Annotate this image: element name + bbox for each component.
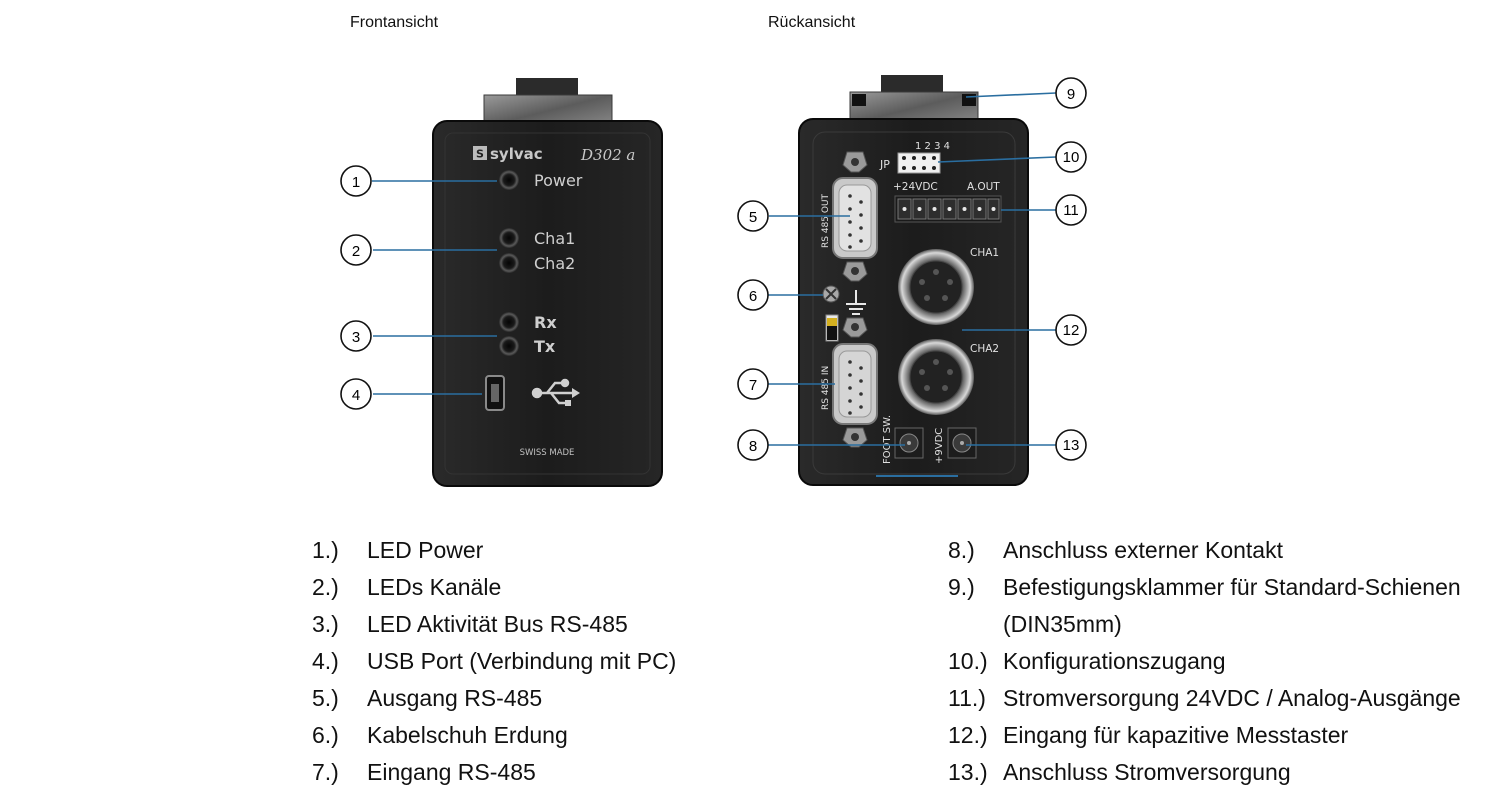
- legend-item-4: 4.)USB Port (Verbindung mit PC): [312, 648, 677, 674]
- terminal-block: [894, 195, 1002, 223]
- callout-11: 11: [1055, 194, 1087, 226]
- svg-text:3: 3: [352, 329, 360, 346]
- svg-text:9: 9: [1067, 86, 1075, 103]
- legend-item-7: 7.)Eingang RS-485: [312, 759, 536, 785]
- led-tx-label: Tx: [534, 337, 556, 356]
- callout-3: 3: [340, 320, 372, 352]
- ground-cable-lug: [822, 285, 840, 342]
- svg-text:4: 4: [352, 387, 360, 404]
- foot-sw-label: FOOT SW.: [882, 415, 893, 464]
- legend-right: 8.)Anschluss externer Kontakt 9.)Befesti…: [948, 532, 1493, 791]
- callout-10: 10: [1055, 141, 1087, 173]
- callout-7: 7: [737, 368, 769, 400]
- callout-4: 4: [340, 378, 372, 410]
- rs485-in-connector: [832, 317, 878, 448]
- led-power: [499, 170, 519, 190]
- front-device: S sylvac D302 a Power Cha1 Cha2 Rx Tx SW…: [432, 78, 663, 487]
- legend-item-9: 9.)Befestigungsklammer für Standard-Schi…: [948, 574, 1461, 600]
- back-device: 1 2 3 4 JP +24VDC A.OUT: [798, 75, 1029, 486]
- svg-text:2: 2: [352, 243, 360, 260]
- svg-text:5: 5: [749, 209, 757, 226]
- power-24vdc-label: +24VDC: [893, 181, 938, 193]
- led-cha1-label: Cha1: [534, 229, 575, 248]
- svg-text:S: S: [476, 148, 484, 161]
- legend-item-11: 11.)Stromversorgung 24VDC / Analog-Ausgä…: [948, 685, 1461, 711]
- callout-6: 6: [737, 279, 769, 311]
- legend-item-13: 13.)Anschluss Stromversorgung: [948, 759, 1291, 785]
- jp-pins-label: 1 2 3 4: [915, 141, 950, 152]
- led-power-label: Power: [534, 171, 583, 190]
- aout-label: A.OUT: [967, 181, 1000, 193]
- led-cha2-label: Cha2: [534, 254, 575, 273]
- legend-item-9-continuation: (DIN35mm): [1003, 611, 1122, 637]
- callout-12: 12: [1055, 314, 1087, 346]
- svg-text:7: 7: [749, 377, 757, 394]
- svg-text:10: 10: [1063, 149, 1080, 166]
- power-9vdc-jack: [947, 427, 977, 459]
- swiss-made-label: SWISS MADE: [520, 448, 575, 458]
- rs485-out-label: RS 485 OUT: [821, 193, 831, 248]
- brand-label: sylvac: [490, 145, 543, 163]
- cha1-label: CHA1: [970, 247, 999, 259]
- svg-text:8: 8: [749, 438, 757, 455]
- callout-8: 8: [737, 429, 769, 461]
- front-view-title: Frontansicht: [350, 14, 439, 31]
- legend-item-5: 5.)Ausgang RS-485: [312, 685, 543, 711]
- usb-port: [485, 375, 505, 411]
- cha1-socket: [898, 249, 974, 325]
- cha2-socket: [898, 339, 974, 415]
- led-cha1: [499, 228, 519, 248]
- jp-label: JP: [879, 158, 890, 171]
- sylvac-logo-icon: [473, 146, 487, 160]
- jumper-header: [897, 152, 941, 174]
- legend-item-8: 8.)Anschluss externer Kontakt: [948, 537, 1283, 563]
- svg-text:13: 13: [1063, 437, 1080, 454]
- led-rx: [499, 312, 519, 332]
- back-view-title: Rückansicht: [768, 14, 856, 31]
- legend-item-6: 6.)Kabelschuh Erdung: [312, 722, 568, 748]
- device-diagram: S sylvac D302 a Power Cha1 Cha2 Rx Tx SW…: [340, 75, 1087, 487]
- led-cha2: [499, 253, 519, 273]
- legend-left: 1.)LED Power 2.)LEDs Kanäle 3.)LED Aktiv…: [312, 532, 872, 791]
- nine-vdc-label: +9VDC: [934, 428, 945, 464]
- callout-9: 9: [1055, 77, 1087, 109]
- callout-5: 5: [737, 200, 769, 232]
- callout-1: 1: [340, 165, 372, 197]
- legend-item-3: 3.)LED Aktivität Bus RS-485: [312, 611, 628, 637]
- svg-text:1: 1: [352, 174, 360, 191]
- svg-text:6: 6: [749, 288, 757, 305]
- model-label: D302 a: [580, 146, 635, 164]
- usb-icon: [531, 378, 580, 406]
- callout-13: 13: [1055, 429, 1087, 461]
- legend-item-2: 2.)LEDs Kanäle: [312, 574, 502, 600]
- cha2-label: CHA2: [970, 343, 999, 355]
- callout-2: 2: [340, 234, 372, 266]
- ground-symbol-icon: [846, 290, 866, 315]
- foot-switch-jack: [894, 427, 924, 459]
- legend-item-12: 12.)Eingang für kapazitive Messtaster: [948, 722, 1349, 748]
- rs485-out-connector: [832, 151, 878, 282]
- legend-item-10: 10.)Konfigurationszugang: [948, 648, 1226, 674]
- led-tx: [499, 336, 519, 356]
- svg-text:12: 12: [1063, 322, 1080, 339]
- svg-text:11: 11: [1063, 202, 1079, 219]
- rs485-in-label: RS 485 IN: [821, 366, 831, 410]
- led-rx-label: Rx: [534, 313, 557, 332]
- callout-leaders: [372, 92, 1057, 446]
- legend-item-1: 1.)LED Power: [312, 537, 484, 563]
